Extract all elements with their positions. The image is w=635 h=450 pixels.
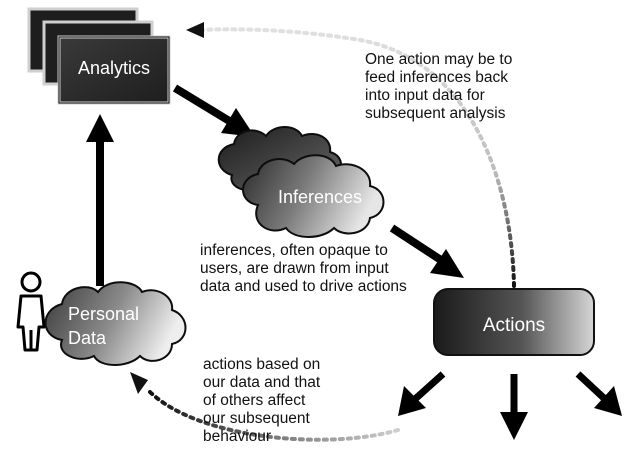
personal-data-label-line-1: Personal [68, 304, 139, 324]
personal-data-label-line-2: Data [68, 328, 107, 348]
inferences-note-line-1: inferences, often opaque to [200, 242, 388, 259]
inferences-note: inferences, often opaque to users, are d… [200, 242, 407, 296]
feedback-arc-to-analytics [186, 22, 516, 288]
action-output-arrows [398, 371, 622, 440]
actions-note-line-2: our data and that [203, 374, 321, 391]
actions-note-line-4: our subsequent [203, 410, 310, 427]
person-icon [16, 271, 46, 352]
arrow-action-output-right [575, 371, 622, 416]
analytics-stack: Analytics [27, 7, 171, 105]
feedback-arc-to-personal-data [130, 372, 400, 442]
analytics-label: Analytics [78, 58, 150, 78]
actions-note-line-3: of others affect [203, 392, 306, 409]
actions-note-line-5: behaviour [203, 428, 272, 445]
arrow-action-output-left [398, 371, 446, 416]
actions-label: Actions [483, 315, 545, 336]
actions-box: Actions [433, 288, 595, 356]
arrow-personal-data-to-analytics [86, 114, 114, 286]
inferences-cloud: Inferences [217, 126, 385, 238]
actions-note: actions based on our data and that of ot… [203, 356, 320, 446]
personal-data-cloud: Personal Data [44, 281, 187, 366]
inferences-cloud-front [242, 154, 385, 238]
feedback-caption-line-4: subsequent analysis [365, 105, 506, 122]
inferences-label: Inferences [278, 187, 362, 207]
feedback-caption-line-1: One action may be to [365, 51, 513, 68]
inferences-note-line-2: users, are drawn from input [200, 260, 389, 277]
arrow-inferences-to-actions [389, 224, 464, 278]
feedback-caption-line-2: feed inferences back [365, 69, 509, 86]
feedback-caption-line-3: into input data for [365, 87, 485, 104]
inferences-note-line-3: data and used to drive actions [200, 278, 407, 295]
arrow-analytics-to-inferences [172, 84, 255, 137]
feedback-caption: One action may be to feed inferences bac… [365, 51, 512, 123]
actions-note-line-1: actions based on [203, 356, 321, 373]
arrow-action-output-down [500, 374, 528, 440]
